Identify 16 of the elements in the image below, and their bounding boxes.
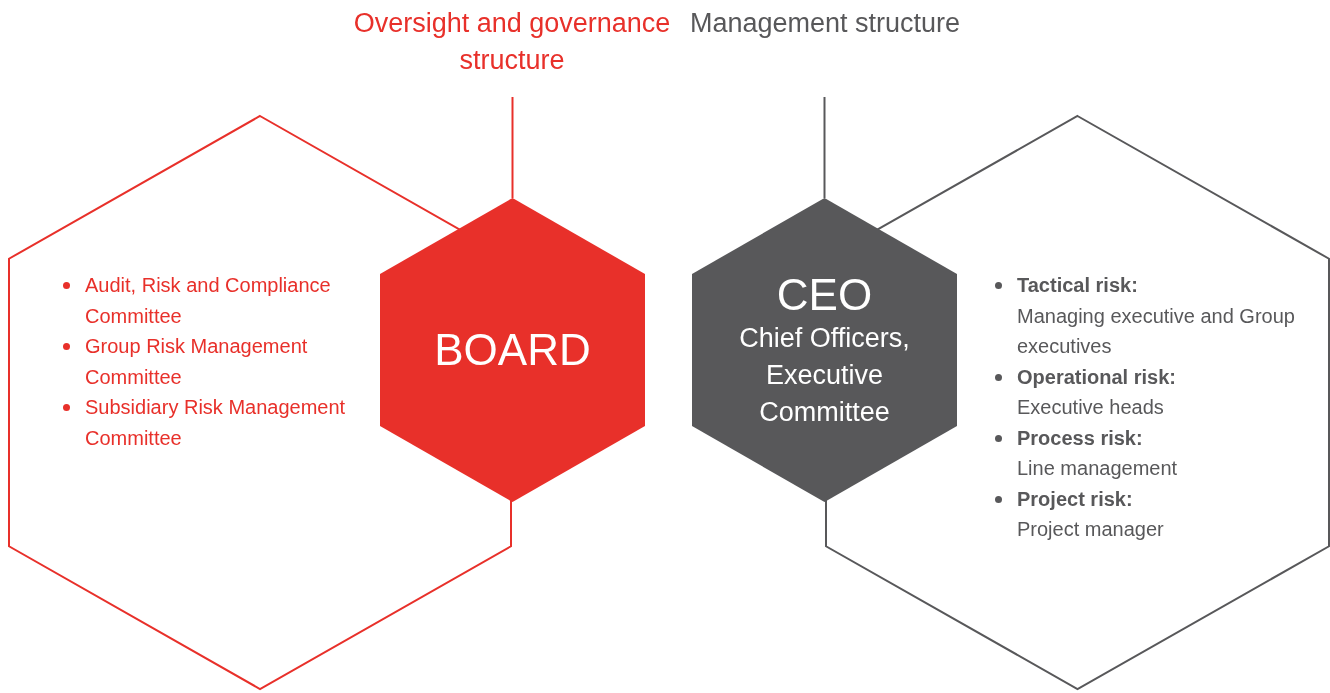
badge-subtitle: Chief Officers, Executive Committee	[738, 321, 911, 429]
connector-line	[511, 96, 514, 199]
badge-title: BOARD	[434, 325, 591, 375]
badge-title: CEO	[776, 269, 873, 320]
list-item: Project risk: Project manager	[995, 483, 1295, 545]
section-heading: Management structure	[688, 7, 962, 40]
connector-line	[823, 96, 826, 199]
list-item: Operational risk: Executive heads	[995, 361, 1295, 423]
hexagon-badge	[692, 198, 957, 502]
list-item: Tactical risk: Managing executive and Group executives	[995, 270, 1295, 362]
list-item: Group Risk Management Committee	[63, 331, 363, 392]
list-item: Audit, Risk and Compliance Committee	[63, 270, 363, 331]
list-item: Subsidiary Risk Management Committee	[63, 392, 363, 453]
hexagon-badge	[380, 198, 645, 502]
list-item: Process risk: Line management	[995, 422, 1295, 484]
section-heading: Oversight and governance structure	[352, 7, 672, 77]
